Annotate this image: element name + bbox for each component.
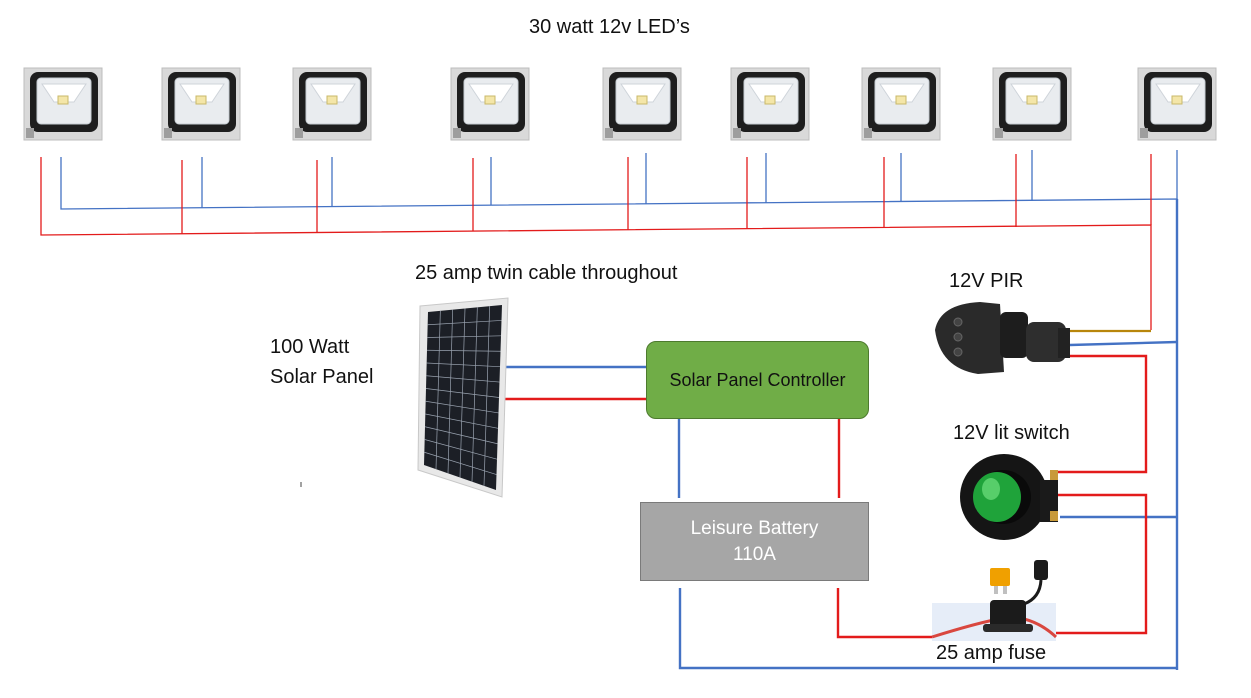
fuse-holder-image xyxy=(931,560,1058,641)
led-floodlight-group xyxy=(23,67,1217,141)
diagram-title: 30 watt 12v LED’s xyxy=(529,16,690,38)
led-floodlight-icon xyxy=(161,67,241,141)
solar-panel-controller: Solar Panel Controller xyxy=(646,341,869,419)
battery-label-line1: Leisure Battery xyxy=(690,517,819,539)
led-floodlight-icon xyxy=(23,67,103,141)
pir-sensor-image xyxy=(935,302,1070,374)
solar-panel-label-line2: Solar Panel xyxy=(270,366,374,388)
led-negative-bus xyxy=(60,150,1178,670)
led-floodlight-icon xyxy=(861,67,941,141)
lit-switch-image xyxy=(960,454,1058,540)
led-floodlight-icon xyxy=(450,67,530,141)
switch-label: 12V lit switch xyxy=(953,422,1070,444)
leisure-battery: Leisure Battery 110A xyxy=(640,502,869,581)
controller-battery-wires xyxy=(677,418,841,498)
solar-panel-image xyxy=(417,297,509,498)
solar-panel-label-line1: 100 Watt xyxy=(270,336,350,358)
main-positive-feed xyxy=(836,354,1148,639)
fuse-label: 25 amp fuse xyxy=(936,642,1047,664)
controller-label: Solar Panel Controller xyxy=(669,369,846,390)
led-floodlight-icon xyxy=(602,67,682,141)
main-negative-return xyxy=(678,199,1179,670)
battery-label-line2: 110A xyxy=(733,543,776,565)
led-floodlight-icon xyxy=(730,67,810,141)
led-floodlight-icon xyxy=(1137,67,1217,141)
pir-label: 12V PIR xyxy=(949,270,1024,292)
led-floodlight-icon xyxy=(992,67,1072,141)
cable-note: 25 amp twin cable throughout xyxy=(415,262,678,284)
led-floodlight-icon xyxy=(292,67,372,141)
led-positive-bus xyxy=(40,154,1152,330)
panel-controller-wires xyxy=(502,365,646,401)
